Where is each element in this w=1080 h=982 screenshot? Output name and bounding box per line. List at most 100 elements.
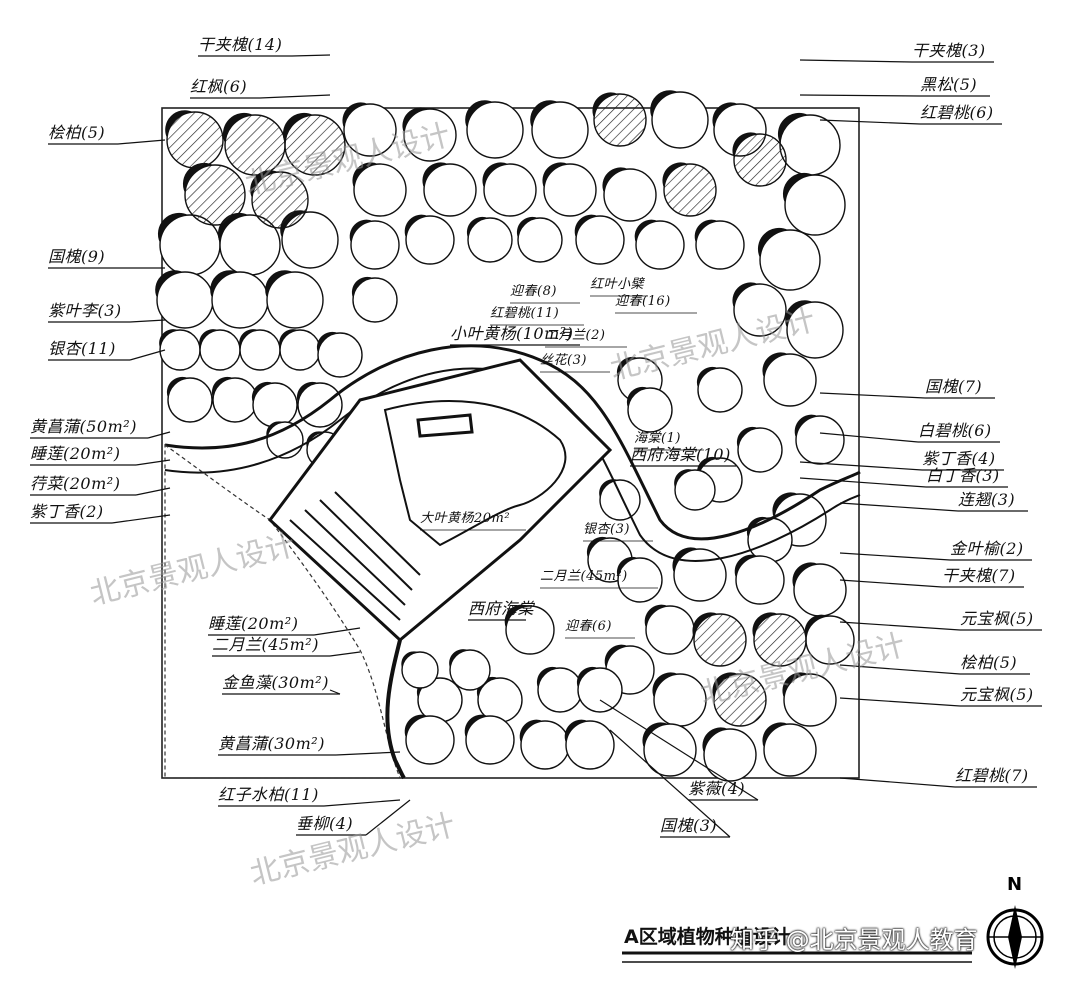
tree-shadow: [634, 219, 658, 243]
tree-shadow: [736, 426, 758, 448]
label-shuilian-20-b: 睡莲(20m²): [208, 614, 299, 633]
leader-line: [839, 502, 959, 512]
label-ganjiaohuai-3: 干夹槐(3): [912, 41, 986, 60]
garden-path: [164, 344, 861, 541]
tree-canopy: [673, 548, 727, 602]
tree-shadow: [672, 547, 698, 573]
tree-canopy: [531, 101, 589, 159]
tree-shadow: [316, 331, 338, 353]
tree-shadow: [804, 614, 828, 638]
tree-canopy: [599, 479, 641, 521]
leader-line: [599, 699, 759, 801]
leader-line: [839, 552, 951, 561]
tree-canopy: [520, 720, 570, 770]
tree-canopy: [674, 469, 716, 511]
tree-shadow: [251, 381, 273, 403]
evergreen-tree-canopies: [166, 93, 807, 727]
tree-canopy: [353, 163, 407, 217]
evergreen-tree-canopy: [224, 114, 286, 176]
tree-canopy: [403, 108, 457, 162]
leader-line: [839, 697, 961, 707]
tree-shadow: [712, 672, 738, 698]
tree-canopy: [786, 301, 844, 359]
leader-line: [135, 459, 171, 466]
tree-shadow: [782, 672, 808, 698]
tree-canopy: [643, 723, 697, 777]
tree-shadow: [349, 219, 373, 243]
label-ganjiaohuai-7: 干夹槐(7): [942, 566, 1016, 585]
tree-shadow: [757, 227, 788, 258]
tree-shadow: [157, 212, 188, 243]
tree-shadow: [696, 366, 718, 388]
tree-shadow: [746, 516, 768, 538]
tree-canopy: [575, 215, 625, 265]
tree-canopy: [517, 217, 563, 263]
label-heisong-5: 黑松(5): [920, 75, 978, 94]
evergreen-tree-canopy: [593, 93, 647, 147]
tree-shadow: [604, 644, 628, 668]
label-hongbitao-11: 红碧桃(11): [490, 306, 560, 321]
tree-shadow: [504, 604, 528, 628]
tree-shadow: [401, 651, 418, 668]
label-sihua-3: 丝花(3): [540, 353, 587, 368]
tree-canopy: [156, 271, 214, 329]
leader-line: [323, 799, 401, 807]
tree-canopy: [343, 103, 397, 157]
leader-line: [135, 487, 171, 496]
leader-line: [335, 751, 401, 756]
label-hongzishuibo-11: 红子水柏(11): [218, 785, 319, 804]
leader-line: [609, 729, 731, 838]
tree-canopy: [159, 329, 201, 371]
label-yingchun-8: 迎春(8): [510, 284, 557, 299]
tree-shadow: [306, 431, 323, 448]
label-ganjiaohuai-14: 干夹槐(14): [198, 35, 283, 54]
label-yuanbaofeng-5-b: 元宝枫(5): [960, 685, 1034, 704]
evergreen-tree-canopy: [284, 114, 346, 176]
tree-canopy: [543, 163, 597, 217]
evergreen-tree-canopy: [184, 164, 246, 226]
tree-shadow: [794, 414, 818, 438]
label-yingchun-16: 迎春(16): [615, 294, 671, 309]
label-ziyeli-3: 紫叶李(3): [48, 301, 122, 320]
label-guohuai-3: 国槐(3): [660, 816, 718, 835]
label-hongfeng-6: 红枫(6): [190, 77, 248, 96]
tree-canopy: [653, 673, 707, 727]
pond: [164, 443, 401, 779]
tree-canopy: [651, 91, 709, 149]
tree-canopies: [155, 90, 855, 782]
seating-bench: [416, 413, 474, 438]
tree-shadow: [239, 329, 258, 348]
tree-shadow: [772, 492, 798, 518]
tree-canopy: [617, 557, 663, 603]
evergreen-tree-canopy: [693, 613, 747, 667]
north-label: N: [1007, 874, 1023, 895]
label-yinxing-11: 银杏(11): [48, 339, 116, 358]
tree-canopy: [350, 220, 400, 270]
tree-canopy: [401, 651, 439, 689]
leader-line: [259, 94, 331, 99]
tree-shadow: [266, 421, 283, 438]
label-chuiliu-4: 垂柳(4): [296, 814, 354, 833]
tree-canopy: [317, 332, 363, 378]
tree-canopy: [252, 382, 298, 428]
tree-shadow: [342, 102, 368, 128]
tree-shadow: [694, 219, 718, 243]
plaza-steps: [289, 491, 421, 621]
tree-canopy: [465, 715, 515, 765]
tree-shadow: [652, 672, 678, 698]
tree-shadow: [702, 727, 728, 753]
tree-shadow: [626, 386, 648, 408]
north-arrow-icon: [986, 905, 1044, 969]
tree-shadow: [482, 162, 508, 188]
tree-shadow: [616, 556, 638, 578]
tree-canopy: [565, 720, 615, 770]
tree-shadow: [182, 162, 213, 193]
tree-canopy: [763, 353, 817, 407]
tree-shadow: [519, 719, 543, 743]
label-baibitao-6: 白碧桃(6): [918, 421, 992, 440]
tree-shadow: [449, 649, 468, 668]
evergreen-tree-canopy: [251, 171, 309, 229]
leader-line: [147, 431, 171, 439]
tree-canopy: [466, 101, 524, 159]
tree-shadow: [466, 216, 488, 238]
